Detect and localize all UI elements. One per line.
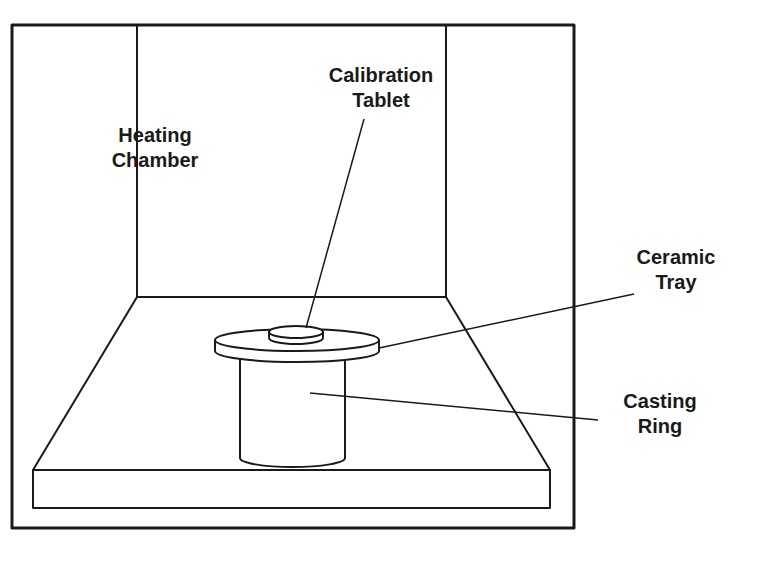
callout-label: Calibration Tablet xyxy=(329,63,433,113)
chamber-floor xyxy=(33,297,550,470)
calibration-tablet-top xyxy=(269,326,323,338)
callout-label: Heating Chamber xyxy=(112,123,199,173)
leader-line xyxy=(310,393,598,420)
leader-line xyxy=(379,294,634,348)
callout-label: Ceramic Tray xyxy=(637,245,716,295)
leader-line xyxy=(306,119,364,328)
furnace-frame xyxy=(12,25,574,528)
chamber-wall xyxy=(445,25,447,297)
callout-label: Casting Ring xyxy=(623,389,696,439)
floor-front-face xyxy=(33,470,550,508)
casting-ring xyxy=(240,350,345,467)
